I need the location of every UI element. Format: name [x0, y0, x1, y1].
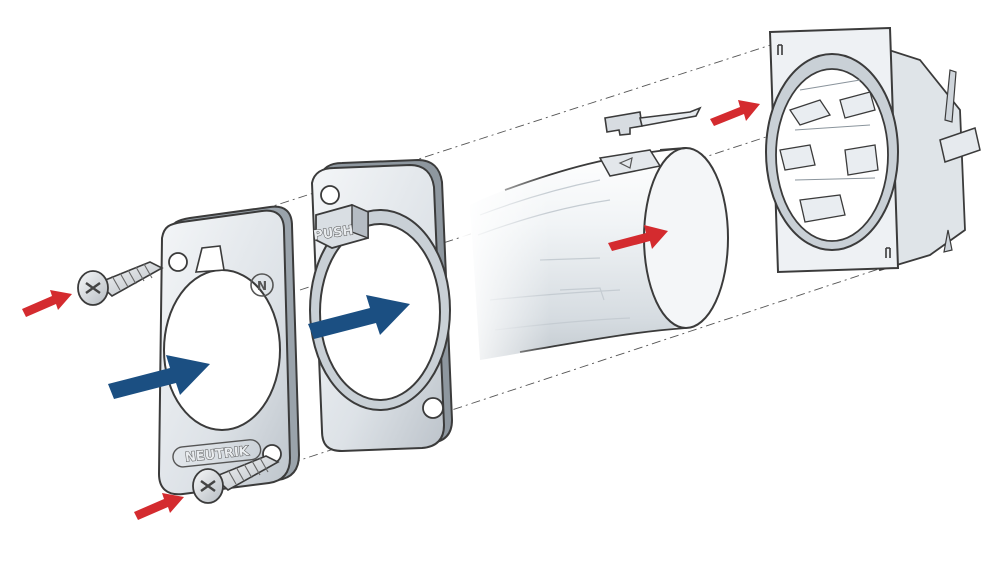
red-arrow	[134, 493, 184, 520]
svg-text:N: N	[257, 279, 267, 293]
red-arrow	[22, 290, 72, 317]
red-arrow-icon	[710, 100, 760, 126]
red-arrow-icon	[608, 225, 668, 251]
spring-clip	[604, 106, 702, 136]
blue-arrow-icon	[108, 355, 210, 399]
mounting-hole	[320, 185, 340, 205]
mounting-hole	[168, 252, 188, 272]
brand-logo: N	[250, 273, 274, 297]
guide-line-top	[189, 41, 781, 234]
screw-bottom	[192, 455, 280, 504]
blue-arrow	[108, 355, 210, 399]
red-arrow-icon	[22, 290, 72, 317]
red-arrow-icon	[134, 493, 184, 520]
push-latch: PUSH	[312, 203, 369, 249]
rear-housing	[765, 26, 981, 274]
brand-text: NEUTRIK	[184, 444, 250, 466]
blue-arrow	[308, 295, 410, 339]
front-flange-plate: N NEUTRIK	[157, 205, 301, 496]
blue-arrow-icon	[308, 295, 410, 339]
brand-label: NEUTRIK	[172, 439, 262, 468]
push-label: PUSH	[313, 223, 355, 243]
corner-mark	[777, 44, 891, 258]
red-arrow	[710, 100, 760, 126]
mounting-hole	[422, 397, 444, 419]
screw-top	[77, 261, 164, 306]
red-arrow	[608, 225, 668, 251]
latch-plate: PUSH	[309, 158, 454, 453]
cylinder-insert	[460, 147, 729, 365]
